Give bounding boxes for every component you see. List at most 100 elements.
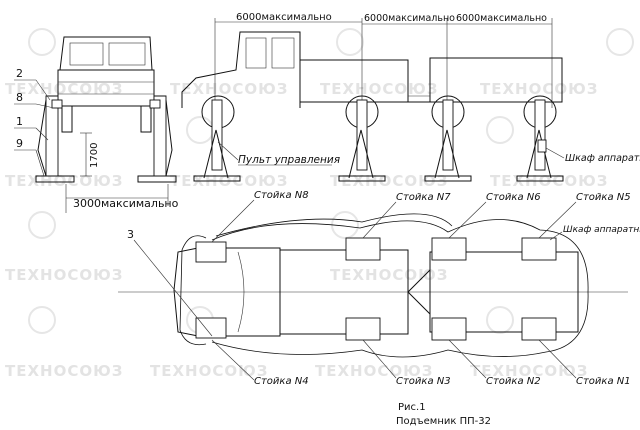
truck-cab-outline [181, 31, 301, 108]
part-number-label: 3 [127, 228, 134, 241]
leader-line [545, 147, 565, 159]
control-cable-inner [215, 213, 453, 237]
front-wheel-left [61, 105, 73, 133]
side-column-4-legs [526, 129, 552, 179]
plan-drawbar [407, 269, 431, 315]
watermark-text: ТЕХНОСОЮЗ [470, 362, 588, 380]
watermark-globe-icon [28, 306, 56, 334]
cabinet-1-label: Шкаф аппаратный1 [565, 153, 640, 164]
trailer-body [429, 57, 563, 103]
cab-window [245, 37, 267, 69]
stand-7-label: Стойка N7 [396, 192, 451, 203]
leader-line [362, 201, 397, 239]
front-window-right [108, 42, 146, 66]
plan-trailer-body [429, 251, 579, 333]
plan-wheel-stand-4 [195, 317, 227, 339]
watermark-globe-icon [486, 116, 514, 144]
dimension-label-top-left: 6000максимально [236, 12, 332, 23]
watermark-text: ТЕХНОСОЮЗ [5, 266, 123, 284]
plan-wheel-stand-2 [431, 317, 467, 341]
plan-wheel-stand-7 [345, 237, 381, 261]
stand-5-label: Стойка N5 [576, 192, 631, 203]
stand-8-label: Стойка N8 [254, 190, 309, 201]
leader-line [211, 199, 255, 243]
leader-line [538, 201, 577, 239]
side-lift-column [516, 99, 564, 182]
side-base-3 [424, 175, 472, 182]
stand-3-label: Стойка N3 [396, 376, 451, 387]
leader-line [35, 149, 45, 177]
plan-windshield [237, 251, 245, 333]
cab-door [271, 37, 295, 69]
front-base-right [137, 175, 177, 183]
side-base-4 [516, 175, 564, 182]
figure-caption: Подъемник ПП-32 [396, 416, 491, 427]
dimension-label-top-right: 6000максимально [456, 13, 547, 24]
plan-view: Стойка N8 Стойка N7 Стойка N6 Стойка N5 … [118, 190, 640, 387]
front-lift-arm-left [51, 99, 63, 109]
side-base-1 [193, 175, 241, 182]
leader-line [211, 339, 255, 381]
leader-line [448, 201, 487, 239]
side-column-2-legs [348, 129, 374, 179]
front-wheel-right [140, 105, 152, 133]
front-view: 1700 3000максимально 2 8 1 9 [14, 36, 179, 213]
leader-line [549, 231, 563, 241]
stand-6-label: Стойка N6 [486, 192, 541, 203]
watermark-text: ТЕХНОСОЮЗ [330, 266, 448, 284]
front-lift-arm-right [149, 99, 161, 109]
side-column-3-legs [434, 129, 460, 179]
side-lift-column [424, 99, 472, 182]
stand-4-label: Стойка N4 [254, 376, 309, 387]
plan-wheel-stand-8 [195, 241, 227, 263]
front-column-left-brace [37, 99, 47, 177]
leader-line [538, 339, 577, 379]
watermark-globe-icon [336, 28, 364, 56]
watermark-globe-icon [28, 211, 56, 239]
watermark-text: ТЕХНОСОЮЗ [480, 80, 598, 98]
leader-line [217, 141, 239, 161]
side-base-2 [338, 175, 386, 182]
side-lift-column [338, 99, 386, 182]
front-window-left [69, 42, 104, 66]
front-body [57, 69, 155, 107]
cabinet-2-label: Шкаф аппаратный2 [563, 225, 640, 235]
width-dimension-label: 3000максимально [73, 197, 179, 210]
watermark-layer: ТЕХНОСОЮЗ ТЕХНОСОЮЗ ТЕХНОСОЮЗ ТЕХНОСОЮЗ … [5, 28, 634, 380]
plan-wheel-stand-5 [521, 237, 557, 261]
part-number-label: 2 [16, 67, 23, 80]
watermark-text: ТЕХНОСОЮЗ [150, 362, 268, 380]
side-column-1-legs [203, 129, 229, 179]
figure-number: Рис.1 [398, 402, 426, 413]
leader-line [35, 103, 55, 109]
watermark-text: ТЕХНОСОЮЗ [5, 362, 123, 380]
control-cable-front [179, 235, 207, 346]
watermark-globe-icon [28, 28, 56, 56]
control-cable-loop [211, 219, 589, 358]
side-view: 6000максимально 6000максимально 6000макс… [181, 12, 640, 182]
height-dimension-label: 1700 [89, 143, 100, 168]
watermark-text: ТЕХНОСОЮЗ [5, 172, 123, 190]
side-lift-column [193, 99, 241, 182]
stand-2-label: Стойка N2 [486, 376, 541, 387]
part-number-label: 1 [16, 115, 23, 128]
watermark-text: ТЕХНОСОЮЗ [5, 80, 123, 98]
front-column-right-brace [165, 99, 173, 177]
watermark-text: ТЕХНОСОЮЗ [170, 80, 288, 98]
plan-wheel-stand-3 [345, 317, 381, 341]
leader-line [448, 339, 487, 379]
front-base-left [35, 175, 75, 183]
dimension-label-top-middle: 6000максимально [364, 13, 455, 24]
watermark-globe-icon [606, 28, 634, 56]
leader-line [362, 339, 397, 379]
control-panel-label: Пульт управления [238, 154, 340, 166]
cabinet-box [537, 139, 547, 153]
watermark-globe-icon [186, 116, 214, 144]
plan-wheels [195, 237, 557, 341]
watermark-text: ТЕХНОСОЮЗ [320, 80, 438, 98]
part-number-label: 8 [16, 91, 23, 104]
plan-wheel-stand-6 [431, 237, 467, 261]
watermark-globe-icon [486, 306, 514, 334]
